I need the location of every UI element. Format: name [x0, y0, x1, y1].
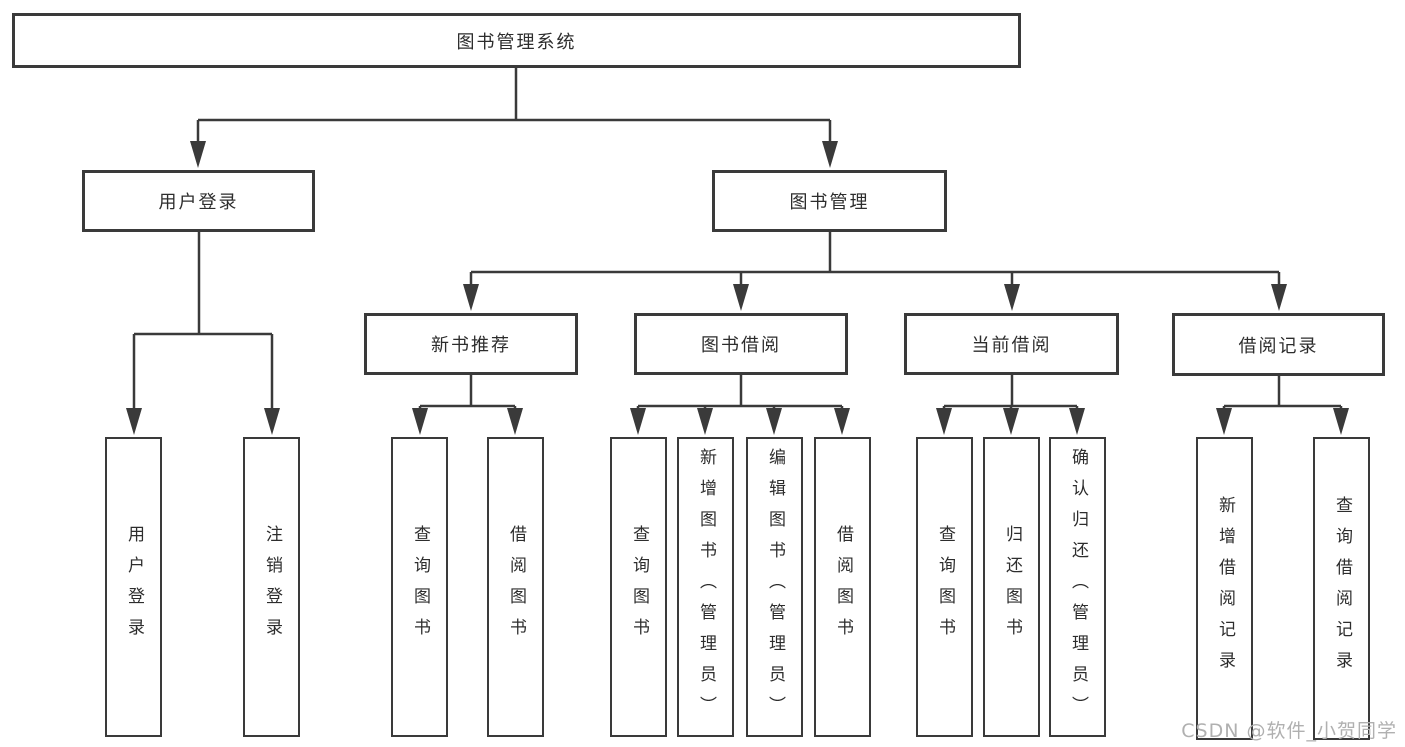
node-new-book-recommend: 新书推荐: [364, 313, 578, 375]
leaf-borrow-add-books: 新增图书（管理员）: [677, 437, 734, 737]
node-root-label: 图书管理系统: [456, 31, 577, 53]
node-book-management: 图书管理: [712, 170, 947, 232]
node-current-borrowing-label: 当前借阅: [971, 335, 1052, 356]
arrow-down-icon: [630, 408, 646, 435]
arrow-down-icon: [822, 141, 838, 168]
leaf-borrow-query-books: 查询图书: [610, 437, 667, 737]
leaf-borrow-borrow-books-label: 借阅图书: [833, 525, 853, 649]
arrow-down-icon: [1333, 408, 1349, 435]
arrow-down-icon: [463, 284, 479, 311]
arrow-down-icon: [766, 408, 782, 435]
leaf-current-confirm-return-label: 确认归还（管理员）: [1068, 447, 1088, 727]
arrow-down-icon: [834, 408, 850, 435]
leaf-user-login: 用户登录: [105, 437, 162, 737]
leaf-logout-login-label: 注销登录: [262, 525, 282, 649]
arrow-down-icon: [412, 408, 428, 435]
leaf-current-query-books-label: 查询图书: [935, 525, 955, 649]
arrow-down-icon: [1216, 408, 1232, 435]
csdn-watermark: CSDN @软件_小贺同学: [1181, 720, 1397, 742]
leaf-current-query-books: 查询图书: [916, 437, 973, 737]
leaf-recommend-borrow-books-label: 借阅图书: [506, 525, 526, 649]
arrow-down-icon: [126, 408, 142, 435]
leaf-current-confirm-return: 确认归还（管理员）: [1049, 437, 1106, 737]
arrow-down-icon: [697, 408, 713, 435]
leaf-records-query-record: 查询借阅记录: [1313, 437, 1370, 740]
arrow-down-icon: [264, 408, 280, 435]
arrow-down-icon: [1003, 408, 1019, 435]
leaf-records-add-record-label: 新增借阅记录: [1215, 495, 1235, 682]
arrow-down-icon: [733, 284, 749, 311]
leaf-borrow-edit-books: 编辑图书（管理员）: [746, 437, 803, 737]
leaf-records-add-record: 新增借阅记录: [1196, 437, 1253, 740]
leaf-recommend-query-books: 查询图书: [391, 437, 448, 737]
node-current-borrowing: 当前借阅: [904, 313, 1119, 375]
node-user-login-label: 用户登录: [158, 192, 239, 213]
node-book-borrowing-label: 图书借阅: [701, 335, 781, 356]
arrow-down-icon: [1271, 284, 1287, 311]
leaf-borrow-query-books-label: 查询图书: [629, 525, 649, 649]
arrow-down-icon: [1004, 284, 1020, 311]
node-borrowing-records-label: 借阅记录: [1238, 335, 1319, 357]
leaf-current-return-books: 归还图书: [983, 437, 1040, 737]
arrow-down-icon: [1069, 408, 1085, 435]
leaf-borrow-add-books-label: 新增图书（管理员）: [696, 447, 716, 727]
leaf-borrow-edit-books-label: 编辑图书（管理员）: [765, 447, 785, 727]
leaf-logout-login: 注销登录: [243, 437, 300, 737]
leaf-user-login-label: 用户登录: [124, 525, 144, 649]
node-root: 图书管理系统: [12, 13, 1021, 68]
node-borrowing-records: 借阅记录: [1172, 313, 1385, 376]
leaf-recommend-borrow-books: 借阅图书: [487, 437, 544, 737]
arrow-down-icon: [936, 408, 952, 435]
leaf-records-query-record-label: 查询借阅记录: [1332, 495, 1352, 682]
arrow-down-icon: [507, 408, 523, 435]
node-book-borrowing: 图书借阅: [634, 313, 848, 375]
node-book-management-label: 图书管理: [789, 192, 870, 213]
node-new-book-recommend-label: 新书推荐: [431, 335, 511, 356]
leaf-current-return-books-label: 归还图书: [1002, 525, 1022, 649]
node-user-login: 用户登录: [82, 170, 315, 232]
arrowheads: [126, 141, 1349, 435]
arrow-down-icon: [190, 141, 206, 168]
leaf-borrow-borrow-books: 借阅图书: [814, 437, 871, 737]
leaf-recommend-query-books-label: 查询图书: [410, 525, 430, 649]
